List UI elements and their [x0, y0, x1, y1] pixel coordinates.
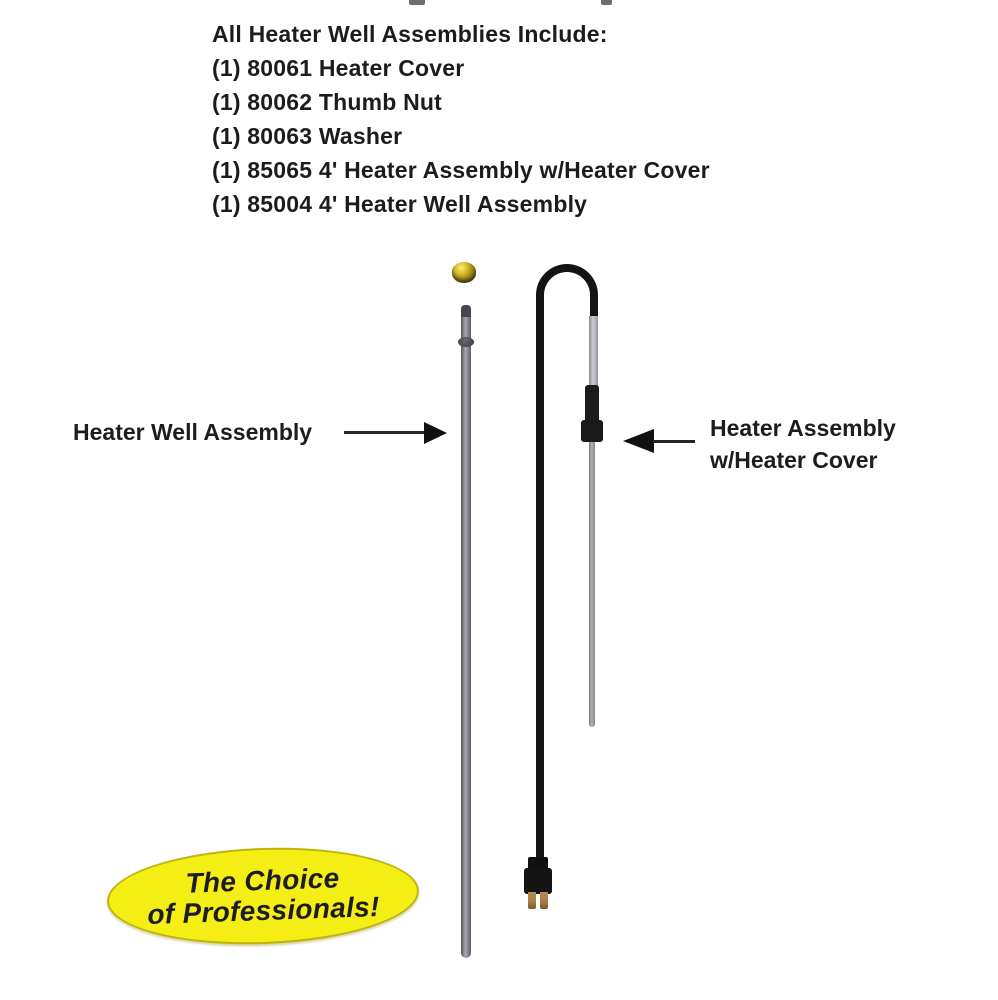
heater-cable: [536, 318, 544, 860]
right-arrow-icon: [424, 422, 447, 444]
plug-prong: [540, 892, 548, 909]
heater-well-rod-collar: [458, 337, 474, 347]
heater-well-rod-cap: [461, 305, 471, 317]
badge-line2: of Professionals!: [146, 890, 381, 931]
arrow-line: [344, 431, 425, 434]
heater-cable-loop: [536, 264, 598, 320]
thumb-nut-illustration: [452, 262, 476, 283]
arrow-line: [653, 440, 695, 443]
heater-well-rod: [461, 305, 471, 958]
heater-assembly-label: Heater Assembly w/Heater Cover: [710, 412, 896, 476]
parts-list-title: All Heater Well Assemblies Include:: [212, 21, 608, 47]
heater-well-label: Heater Well Assembly: [73, 419, 313, 445]
heater-element-probe: [589, 442, 595, 727]
heater-cover-tube: [589, 316, 598, 386]
cropped-text-fragment: [409, 0, 425, 5]
parts-list-item: (1) 80061 Heater Cover: [212, 55, 465, 81]
heater-cover-sleeve: [585, 385, 599, 421]
heater-assembly-label-line1: Heater Assembly: [710, 415, 896, 441]
electrical-plug: [524, 868, 552, 894]
heater-assembly-label-line2: w/Heater Cover: [710, 447, 878, 473]
parts-list-item: (1) 85065 4' Heater Assembly w/Heater Co…: [212, 157, 710, 183]
parts-list: All Heater Well Assemblies Include: (1) …: [212, 17, 710, 221]
heater-cover-collar: [581, 420, 603, 442]
parts-list-item: (1) 80063 Washer: [212, 123, 403, 149]
choice-of-professionals-badge: The Choice of Professionals!: [105, 842, 421, 950]
left-arrow-icon: [623, 429, 654, 453]
plug-strain-relief: [528, 857, 548, 870]
plug-prong: [528, 892, 536, 909]
cropped-text-fragment: [601, 0, 612, 5]
parts-list-item: (1) 85004 4' Heater Well Assembly: [212, 191, 588, 217]
parts-list-item: (1) 80062 Thumb Nut: [212, 89, 443, 115]
